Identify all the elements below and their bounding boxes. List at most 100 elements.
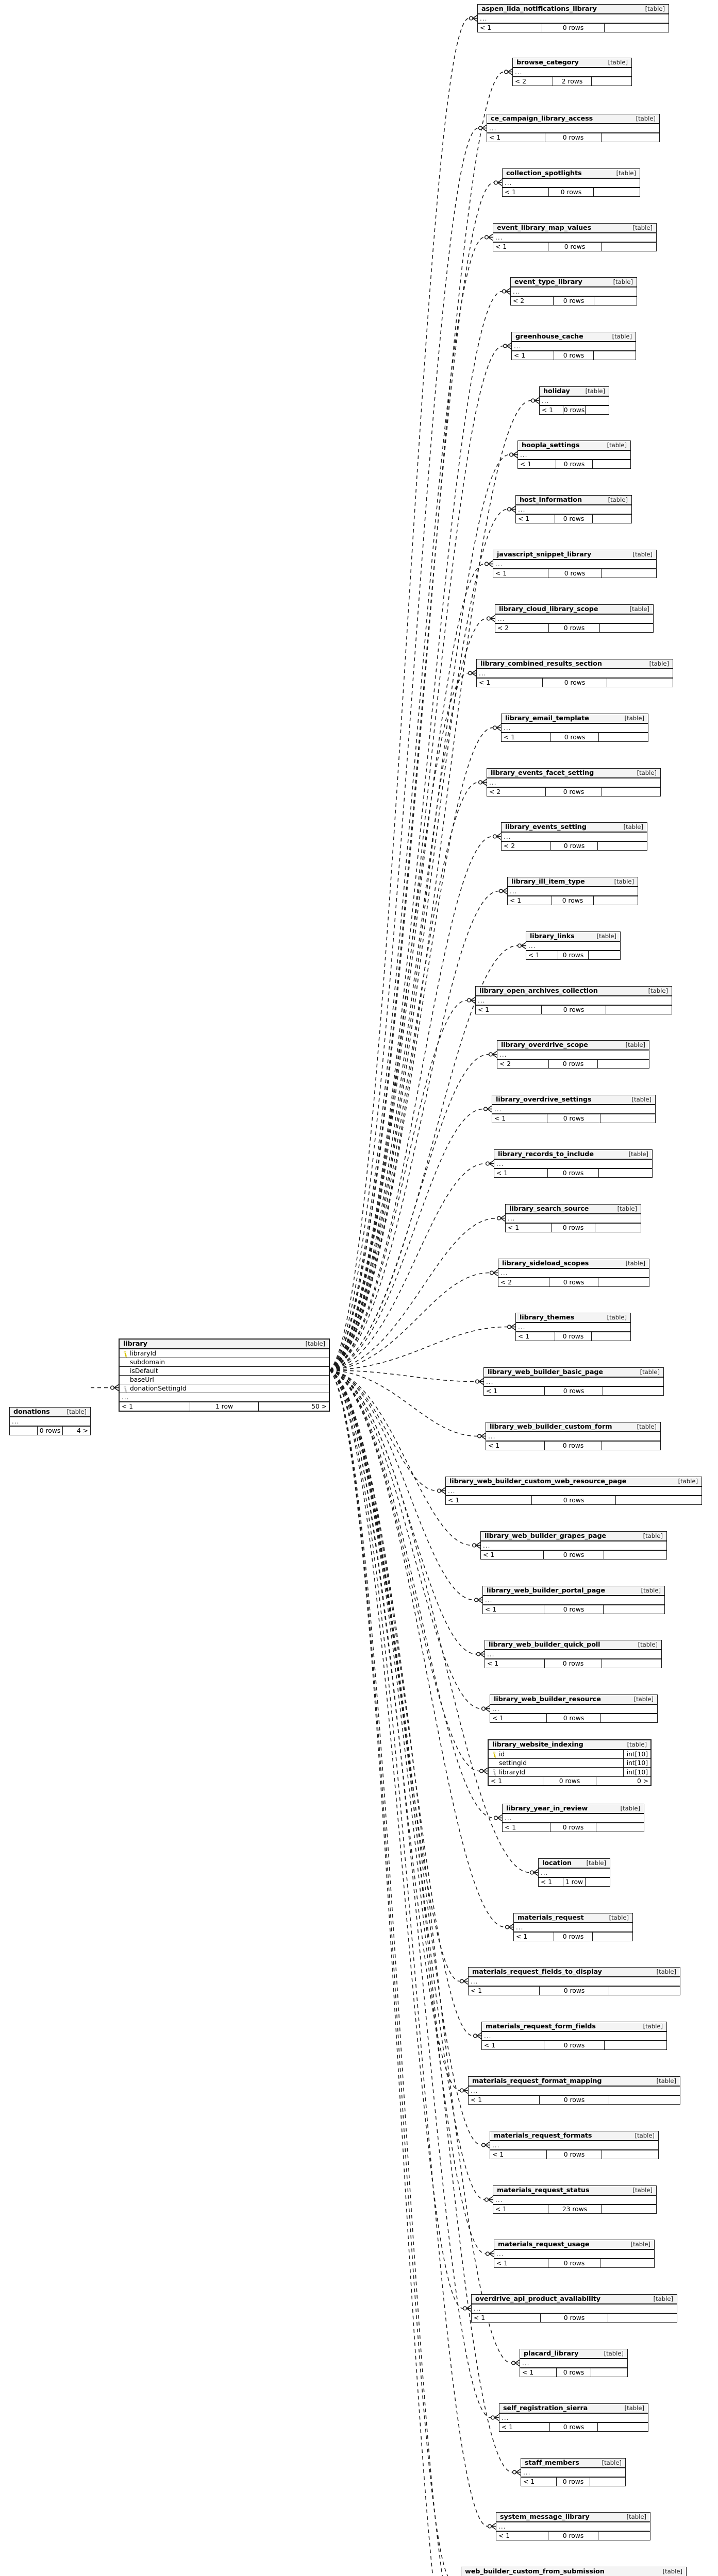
entity-collapsed-columns[interactable]: ... [512, 342, 636, 351]
entity-materials-request-form-fields[interactable]: materials_request_form_fields[table]...<… [481, 2022, 667, 2050]
entity-collapsed-columns[interactable]: ... [502, 833, 647, 841]
entity-library-events-facet-setting[interactable]: library_events_facet_setting[table]...< … [487, 768, 661, 796]
entity-collapsed-columns[interactable]: ... [10, 1417, 90, 1426]
entity-collapsed-columns[interactable]: ... [516, 1323, 630, 1332]
entity-overdrive-api-product-availability[interactable]: overdrive_api_product_availability[table… [471, 2294, 677, 2323]
entity-collapsed-columns[interactable]: ... [539, 1869, 610, 1877]
entity-collapsed-columns[interactable]: ... [484, 1378, 663, 1386]
entity-collapsed-columns[interactable]: ... [482, 2032, 666, 2041]
entity-web-builder-custom-from-submission[interactable]: web_builder_custom_from_submission[table… [461, 2567, 687, 2576]
entity-collapsed-columns[interactable]: ... [503, 1814, 644, 1823]
entity-column-row[interactable]: isDefault [120, 1367, 329, 1376]
entity-column-row[interactable]: donationSettingId [120, 1384, 329, 1393]
entity-collapsed-columns[interactable]: ... [483, 1596, 664, 1605]
entity-collapsed-columns[interactable]: ... [487, 124, 659, 133]
entity-collapsed-columns[interactable]: ... [540, 397, 609, 405]
entity-collapsed-columns[interactable]: ... [481, 1541, 666, 1550]
entity-collapsed-columns[interactable]: ... [521, 2468, 625, 2477]
entity-collapsed-columns[interactable]: ... [490, 1705, 657, 1714]
entity-materials-request-format-mapping[interactable]: materials_request_format_mapping[table].… [468, 2076, 680, 2105]
entity-collapsed-columns[interactable]: ... [499, 2414, 648, 2422]
entity-collapsed-columns[interactable]: ... [495, 615, 653, 623]
entity-library-cloud-library-scope[interactable]: library_cloud_library_scope[table]...< 2… [495, 604, 654, 633]
entity-collapsed-columns[interactable]: ... [472, 2304, 677, 2313]
entity-collapsed-columns[interactable]: ... [477, 669, 673, 678]
entity-column-row[interactable]: subdomain [120, 1358, 329, 1367]
entity-collapsed-columns[interactable]: ... [485, 1650, 661, 1659]
entity-aspen-lida-notifications-library[interactable]: aspen_lida_notifications_library[table].… [477, 4, 669, 32]
entity-library-web-builder-grapes-page[interactable]: library_web_builder_grapes_page[table]..… [480, 1531, 667, 1560]
entity-collapsed-columns[interactable]: ... [516, 505, 631, 514]
entity-collapsed-columns[interactable]: ... [518, 451, 630, 460]
entity-collapsed-columns[interactable]: ... [469, 1977, 680, 1986]
entity-collapsed-columns[interactable]: ... [493, 2196, 656, 2205]
entity-collapsed-columns[interactable]: ... [497, 1050, 649, 1059]
entity-collapsed-columns[interactable]: ... [514, 1923, 632, 1932]
entity-library-web-builder-custom-form[interactable]: library_web_builder_custom_form[table]..… [486, 1422, 661, 1450]
entity-collapsed-columns[interactable]: ... [520, 2359, 627, 2368]
entity-collapsed-columns[interactable]: ... [526, 942, 620, 951]
entity-collapsed-columns[interactable]: ... [496, 2522, 650, 2531]
entity-collapsed-columns[interactable]: ... [120, 1393, 329, 1402]
entity-collapsed-columns[interactable]: ... [490, 2141, 658, 2150]
entity-collapsed-columns[interactable]: ... [469, 2087, 680, 2095]
entity-collapsed-columns[interactable]: ... [487, 778, 660, 787]
entity-collapsed-columns[interactable]: ... [503, 179, 640, 188]
entity-materials-request-fields-to-display[interactable]: materials_request_fields_to_display[tabl… [468, 1967, 680, 1995]
entity-collapsed-columns[interactable]: ... [506, 1214, 641, 1223]
entity-column-row[interactable]: baseUrl [120, 1376, 329, 1384]
entity-collapsed-columns[interactable]: ... [511, 287, 637, 296]
entity-collapsed-columns[interactable]: ... [446, 1487, 702, 1496]
entity-collapsed-columns[interactable]: ... [486, 1432, 660, 1441]
entity-collapsed-columns[interactable]: ... [476, 996, 672, 1005]
entity-collapsed-columns[interactable]: ... [513, 68, 631, 77]
entity-collapsed-columns[interactable]: ... [493, 560, 656, 569]
entity-collapsed-columns[interactable]: ... [498, 1269, 649, 1278]
entity-library-web-builder-basic-page[interactable]: library_web_builder_basic_page[table]...… [483, 1367, 664, 1396]
entity-collapsed-columns[interactable]: ... [508, 887, 638, 896]
entity-collapsed-columns[interactable]: ... [478, 14, 669, 23]
entity-collapsed-columns[interactable]: ... [493, 233, 656, 242]
entity-library-open-archives-collection[interactable]: library_open_archives_collection[table].… [475, 986, 672, 1014]
entity-collapsed-columns[interactable]: ... [494, 2250, 654, 2259]
entity-library-web-builder-quick-poll[interactable]: library_web_builder_quick_poll[table]...… [485, 1640, 662, 1668]
entity-collapsed-columns[interactable]: ... [492, 1105, 655, 1114]
entity-library-combined-results-section[interactable]: library_combined_results_section[table].… [476, 659, 673, 687]
entity-library-web-builder-custom-web-resource-page[interactable]: library_web_builder_custom_web_resource_… [445, 1477, 702, 1505]
entity-column-row[interactable]: libraryId [120, 1349, 329, 1358]
